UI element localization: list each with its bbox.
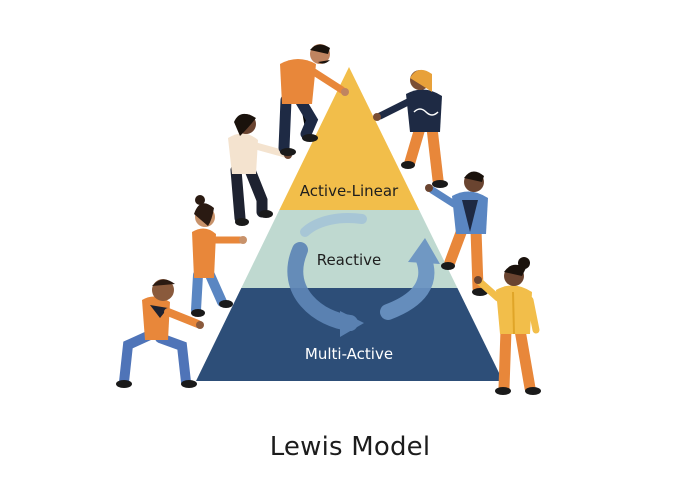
tier-multi-active — [196, 288, 503, 381]
tier-label-multi-active: Multi-Active — [305, 345, 393, 363]
kneeling-person-bottom-left — [116, 279, 204, 388]
tier-label-active-linear: Active-Linear — [300, 182, 399, 200]
diagram-caption: Lewis Model — [269, 432, 431, 462]
top-person-right — [373, 69, 448, 188]
climbing-person-left-middle — [191, 195, 247, 317]
tier-label-reactive: Reactive — [317, 251, 382, 269]
cycle-arrows-icon — [287, 213, 440, 337]
standing-person-bottom-right — [474, 257, 541, 395]
top-person-left — [278, 44, 349, 156]
